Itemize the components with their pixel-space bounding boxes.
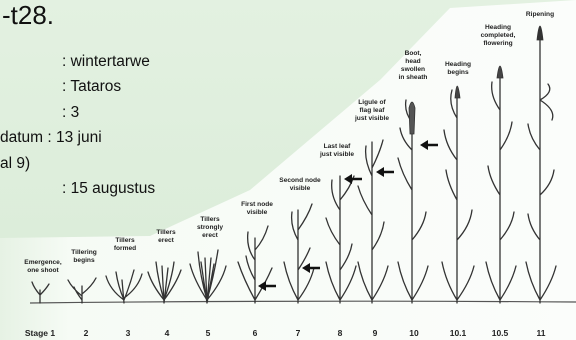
stage-number: 8	[338, 328, 343, 338]
stage-number: 6	[253, 328, 258, 338]
stage-number: 5	[206, 328, 211, 338]
stage-number: 3	[126, 328, 131, 338]
stage-number: 10	[409, 328, 419, 338]
stage-number: Stage 1	[25, 328, 56, 338]
stage-number: 10.1	[450, 328, 467, 338]
stage-description: Headingcompleted,flowering	[481, 24, 516, 47]
stage-description: Last leafjust visible	[319, 143, 354, 158]
stage-description: Ripening	[526, 11, 554, 18]
stage-number: 4	[165, 328, 170, 338]
stage-number: 11	[537, 328, 546, 338]
stage-description: Ligule offlag leafjust visible	[354, 99, 389, 122]
stage-number: 2	[84, 328, 89, 338]
stage-number: 7	[296, 328, 301, 338]
stage-number: 9	[373, 328, 378, 338]
stage-description: Tillerserect	[156, 229, 176, 244]
stage-description: Tillersformed	[114, 237, 136, 252]
stage-description: Headingbegins	[445, 61, 471, 76]
stage-description: Tilleringbegins	[71, 249, 97, 264]
stage-description: Emergence,one shoot	[24, 259, 62, 274]
stage-number: 10.5	[492, 328, 509, 338]
